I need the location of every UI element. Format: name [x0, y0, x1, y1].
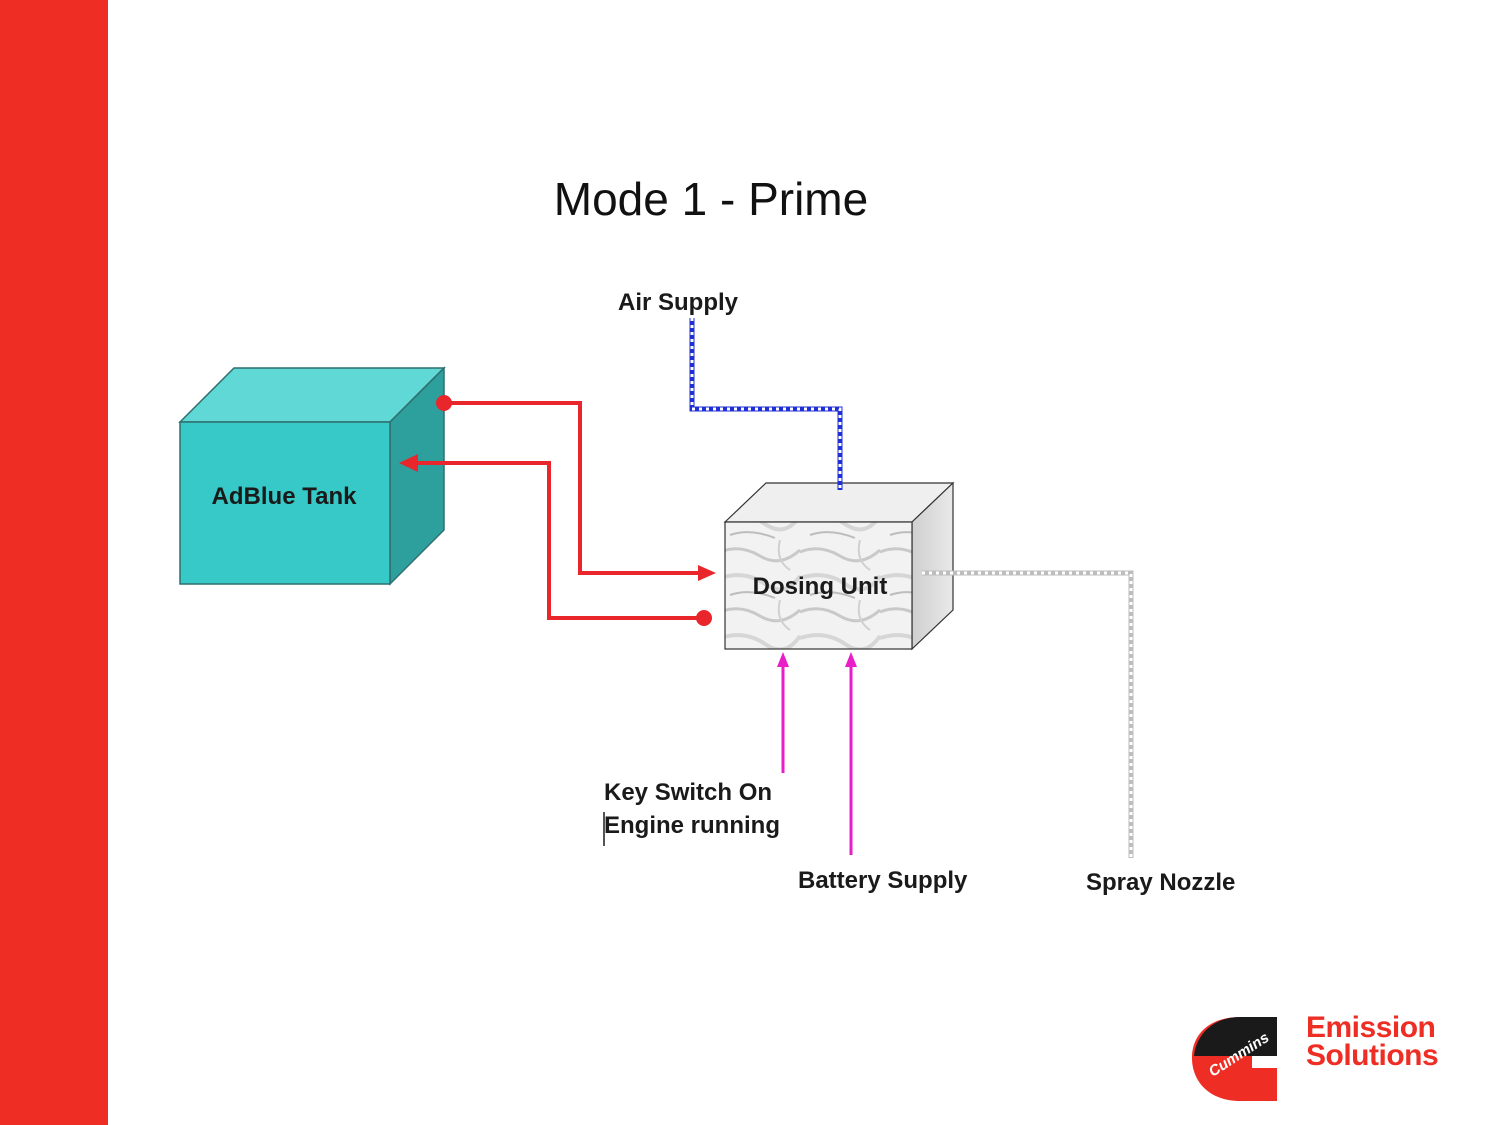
spray-nozzle-label: Spray Nozzle: [1086, 869, 1235, 896]
dosing-unit: Dosing Unit: [723, 481, 955, 651]
logo-line-1: Emission: [1306, 1011, 1436, 1044]
tank-inlet-arrow: [399, 454, 418, 472]
spray-nozzle-line: [922, 570, 1134, 858]
tank-outlet-dot: [436, 395, 452, 411]
cummins-logo-icon: Cummins: [1192, 1017, 1277, 1101]
battery-arrow: [845, 652, 857, 667]
dosing-to-tank-line: [418, 461, 704, 620]
dosing-outlet-dot: [696, 610, 712, 626]
electrical-lines: [777, 652, 857, 855]
engine-running-label: Engine running: [604, 812, 780, 839]
emission-solutions-logo: Emission Solutions: [1306, 1011, 1439, 1072]
air-supply-line: [689, 318, 843, 490]
tank-label: AdBlue Tank: [212, 483, 358, 510]
dosing-inlet-arrow: [698, 565, 716, 581]
key-switch-arrow: [777, 652, 789, 667]
air-supply-label: Air Supply: [618, 289, 739, 316]
adblue-tank: AdBlue Tank: [178, 366, 446, 586]
slide-title: Mode 1 - Prime: [553, 173, 869, 225]
red-side-bar: [0, 0, 108, 1125]
key-switch-label: Key Switch On: [604, 779, 772, 806]
adblue-lines: [418, 401, 704, 620]
dosing-label: Dosing Unit: [753, 573, 888, 600]
logo-line-2: Solutions: [1306, 1039, 1439, 1072]
tank-to-dosing-line: [444, 401, 700, 575]
battery-supply-label: Battery Supply: [798, 867, 968, 894]
